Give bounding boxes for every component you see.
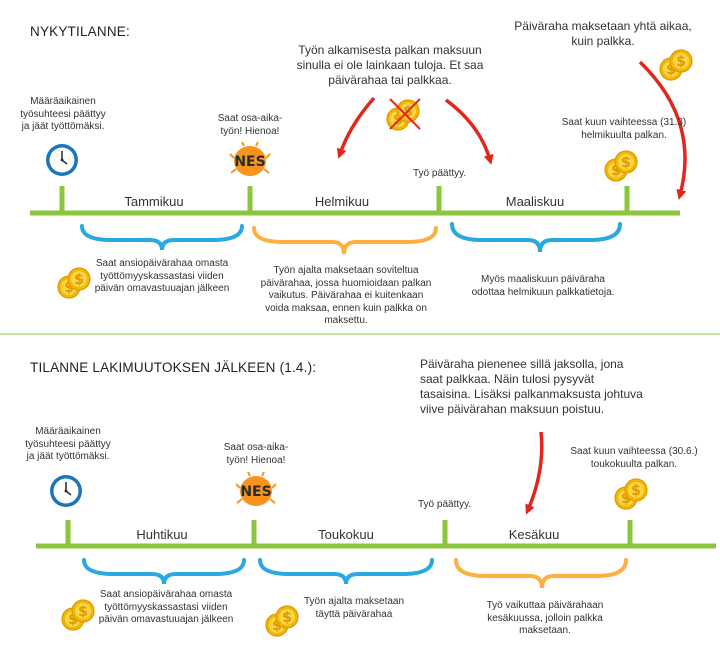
- crossed-coin-icon: [387, 98, 421, 130]
- top-intro-note: Työn alkamisesta palkan maksuun sinulla …: [296, 43, 484, 87]
- top-coin-icon-right: [660, 50, 692, 80]
- bottom-intro-note: Päiväraha pienenee sillä jaksolla, jona …: [420, 357, 643, 416]
- top-brace-march: [450, 222, 622, 253]
- bottom-heading: TILANNE LAKIMUUTOKSEN JÄLKEEN (1.4.):: [30, 360, 317, 375]
- top-brace-january: [80, 224, 244, 251]
- bottom-note-june: Työ vaikuttaa päivärahaan kesäkuussa, jo…: [486, 600, 604, 636]
- top-job-start-note: Saat osa-aika-työn! Hienoa!: [217, 113, 283, 137]
- top-right-note: Päiväraha maksetaan yhtä aikaa, kuin pal…: [514, 19, 692, 48]
- top-month-3: Maaliskuu: [505, 194, 565, 209]
- bottom-month-3: Kesäkuu: [508, 527, 560, 542]
- bottom-brace-april: [82, 558, 246, 585]
- top-note-february: Työn ajalta maksetaan soviteltua päivära…: [260, 265, 432, 326]
- bottom-month-1: Huhtikuu: [136, 527, 188, 542]
- top-job-end-note: Työ päättyy.: [413, 168, 467, 179]
- bottom-start-note: Määräaikainen työsuhteesi päättyy ja jää…: [25, 426, 111, 462]
- top-arrow-far-right: [638, 60, 687, 200]
- bottom-note-april: Saat ansiopäivärahaa omasta työttömyyska…: [98, 589, 234, 625]
- bottom-coin-icon-salary: [615, 479, 647, 509]
- bottom-salary-note: Saat kuun vaihteessa (30.6.) toukokuulta…: [570, 446, 698, 470]
- top-coin-icon-left: [58, 268, 90, 298]
- bottom-month-2: Toukokuu: [318, 527, 374, 542]
- bottom-coin-icon-left: [62, 600, 94, 630]
- bottom-job-logo-icon: [235, 471, 277, 507]
- top-arrow-right: [444, 98, 494, 165]
- bottom-clock-icon: [49, 474, 83, 508]
- top-heading: NYKYTILANNE:: [30, 24, 130, 39]
- top-month-2: Helmikuu: [314, 194, 370, 209]
- top-start-note: Määräaikainen työsuhteesi päättyy ja jää…: [20, 96, 106, 132]
- top-salary-note: Saat kuun vaihteessa (31.3) helmikuulta …: [561, 117, 687, 141]
- bottom-note-may: Työn ajalta maksetaan täyttä päivärahaa: [303, 596, 405, 620]
- top-clock-icon: [45, 143, 79, 177]
- bottom-brace-may: [258, 558, 434, 585]
- bottom-arrow: [525, 431, 544, 515]
- top-coin-icon-salary: [605, 151, 637, 181]
- bottom-brace-june: [454, 558, 628, 589]
- top-month-1: Tammikuu: [124, 194, 184, 209]
- top-job-logo-icon: [229, 141, 271, 177]
- top-brace-february: [252, 226, 438, 255]
- bottom-job-start-note: Saat osa-aika-työn! Hienoa!: [223, 442, 289, 466]
- top-arrow-left: [336, 96, 376, 159]
- top-note-january: Saat ansiopäivärahaa omasta työttömyyska…: [94, 258, 230, 294]
- top-note-march: Myös maaliskuun päiväraha odottaa helmik…: [471, 274, 615, 298]
- bottom-job-end-note: Työ päättyy.: [418, 499, 472, 510]
